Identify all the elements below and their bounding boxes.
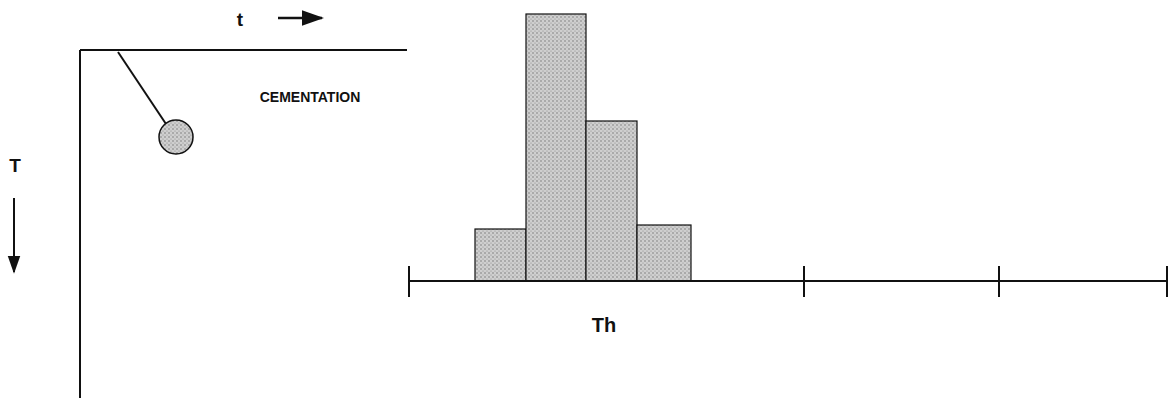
time-axis xyxy=(80,49,407,51)
homogenization-label: Th xyxy=(592,315,616,335)
histogram-bar xyxy=(526,14,586,281)
histogram-bar xyxy=(475,229,526,281)
inclusion-circle xyxy=(159,120,193,154)
histogram-bar xyxy=(586,121,637,281)
time-label: t xyxy=(237,10,243,29)
histogram-axis xyxy=(408,280,1168,282)
temperature-label: T xyxy=(9,156,21,175)
temperature-axis xyxy=(79,50,81,398)
axis-ticks xyxy=(409,266,1167,297)
temperature-arrow xyxy=(13,198,15,272)
burial-path xyxy=(118,52,166,124)
time-arrow xyxy=(278,17,322,20)
stage-label: CEMENTATION xyxy=(260,90,361,104)
histogram xyxy=(475,14,691,281)
histogram-bar xyxy=(637,225,691,281)
